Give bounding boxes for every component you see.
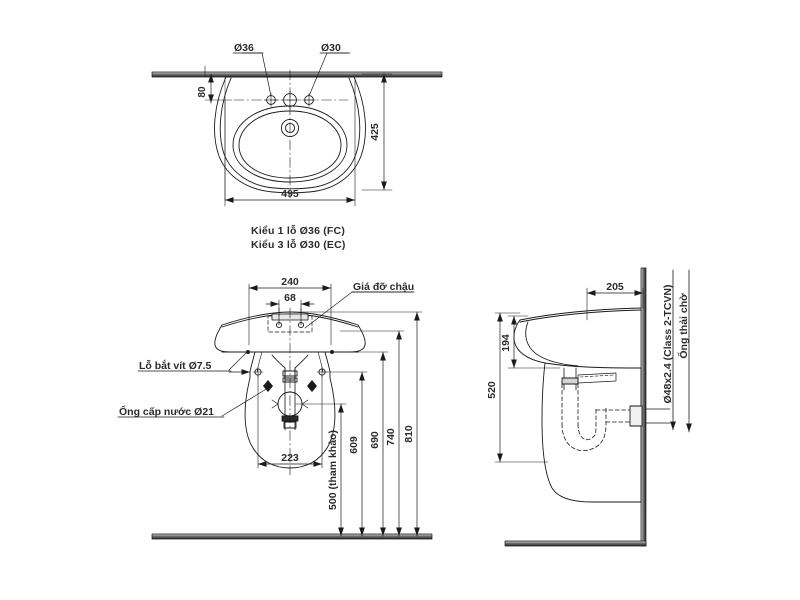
side-overflow-arm: [577, 372, 617, 384]
water-supply-left: [263, 380, 273, 392]
top-view-wall-line: [151, 71, 443, 78]
water-supply-right: [307, 380, 317, 392]
side-overflow-arm-dash: [579, 374, 615, 378]
top-view-group: 80 425 495 Ø36 Ø30: [151, 42, 443, 207]
dim-text-740: 740: [385, 428, 397, 446]
top-view-caption-line-1: Kiểu 1 lỗ Ø36 (FC): [251, 225, 346, 237]
side-view-floor-line: [504, 540, 647, 547]
leader-water-supply: [221, 387, 269, 417]
leader-screw-hole2: [228, 351, 248, 371]
side-basin-rim-top: [519, 307, 642, 321]
front-view-group: 240 68 223 500 (tham khảo) 609 690 740 8…: [117, 276, 433, 540]
front-basin-body-right: [329, 324, 366, 353]
dim-text-68: 68: [284, 292, 296, 304]
side-pedestal-outline: [541, 362, 642, 503]
callout-text-screw-hole: Lỗ bắt vít Ø7.5: [139, 359, 212, 372]
basin-rim-offset: [219, 77, 361, 190]
dim-text-223: 223: [281, 452, 299, 464]
callout-text-water-supply: Ống cấp nước Ø21: [119, 404, 214, 418]
dim-text-80: 80: [197, 86, 208, 98]
mount-point-left: [246, 350, 250, 354]
side-basin-underside: [544, 362, 642, 369]
side-basin-bowl-inner: [525, 321, 579, 367]
label-text-dia36: Ø36: [234, 42, 254, 54]
tap-hole-center-cross: [280, 90, 300, 110]
side-basin-rim-top2: [519, 309, 642, 323]
waste-outlet-collar: [629, 405, 643, 427]
front-drain-nut-1: [282, 370, 298, 377]
dim-text-495: 495: [281, 188, 299, 200]
front-view-floor-line: [151, 533, 433, 540]
label-text-dia30: Ø30: [321, 42, 341, 54]
dim-text-500: 500 (tham khảo): [327, 430, 339, 510]
mount-point-right: [330, 350, 334, 354]
dim-text-609: 609: [348, 436, 360, 454]
ptrap-bend-inner: [577, 407, 597, 441]
top-view-caption-line-2: Kiểu 3 lỗ Ø30 (EC): [251, 239, 346, 251]
front-basin-body-left: [214, 324, 251, 353]
ptrap-bend-outer: [561, 407, 607, 451]
callout-text-waste-pipe: Ống thải chờ: [676, 293, 690, 359]
callout-text-waste-spec: Ø48x2.4 (Class 2-TCVN): [662, 284, 674, 403]
leader-bracket: [304, 291, 414, 329]
drain-hole-inner: [284, 122, 296, 134]
side-ptrap-assembly: [561, 383, 635, 451]
dim-text-810: 810: [403, 425, 415, 443]
dim-text-205: 205: [606, 281, 624, 293]
front-pedestal-inner-right: [317, 351, 324, 373]
waste-outlet-stub: [645, 408, 671, 424]
dim-text-240: 240: [281, 276, 299, 288]
callout-text-bracket: Giá đỡ chậu: [353, 281, 414, 293]
dim-text-425: 425: [369, 123, 381, 141]
dim-text-520: 520: [486, 381, 498, 399]
side-view-group: 205 194 520 Ø48x2.4 (Class 2-TCVN) Ống t…: [486, 267, 692, 547]
screw-hole-left-cross: [252, 366, 264, 378]
drain-hole-outer: [280, 118, 300, 138]
dim-text-194: 194: [500, 334, 512, 352]
front-pedestal-inner-left: [256, 351, 263, 373]
dim-text-690: 690: [369, 431, 381, 449]
front-trap-wing-left: [271, 399, 279, 409]
side-drain-nut: [561, 377, 579, 385]
basin-outer-outline: [214, 76, 366, 194]
